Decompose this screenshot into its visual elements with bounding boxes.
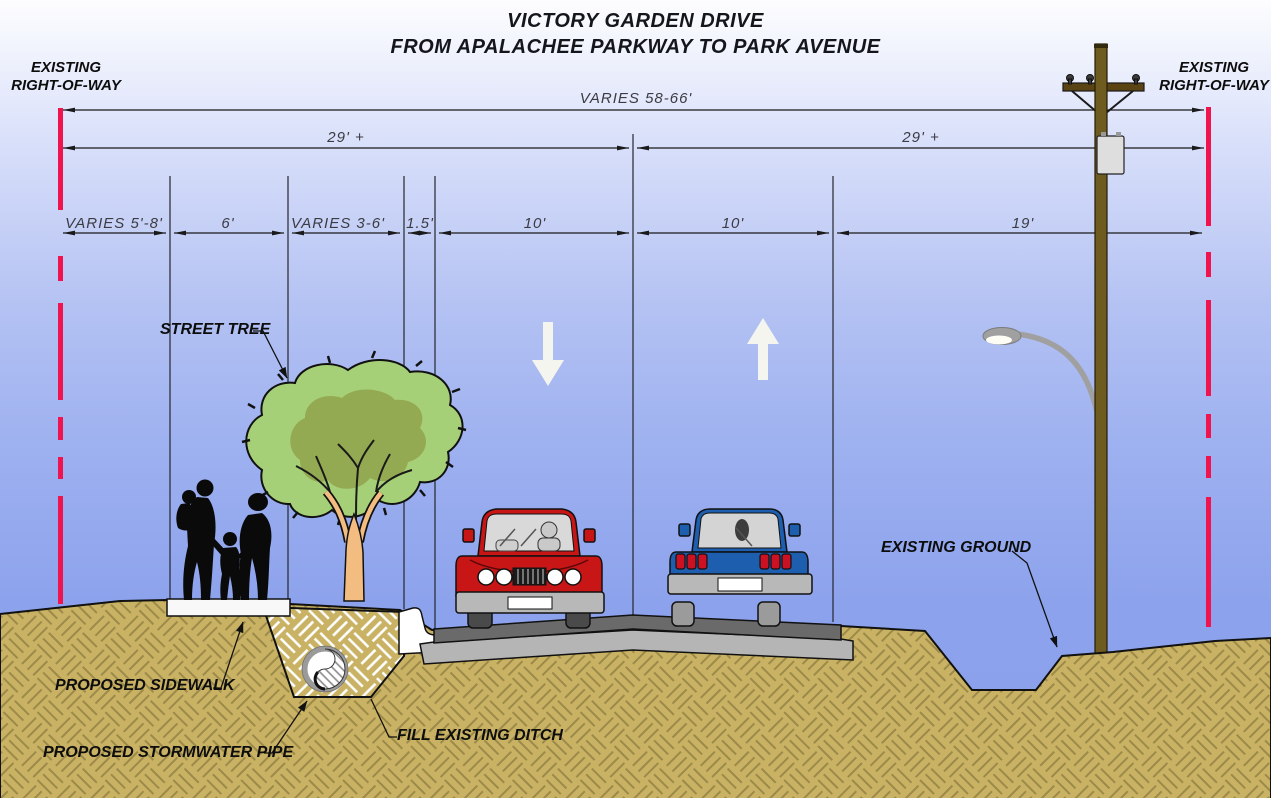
dim-segment-3: 1.5'	[406, 215, 434, 232]
street-light	[982, 327, 1100, 413]
traffic-arrow-down-icon	[532, 322, 564, 386]
street-tree-label: STREET TREE	[160, 321, 271, 338]
street-light-arm	[1017, 331, 1100, 413]
utility-pole	[1062, 43, 1145, 659]
sidewalk	[166, 598, 291, 617]
pedestrian-adult	[238, 493, 272, 600]
dim-segment-0: VARIES 5'-8'	[65, 215, 163, 232]
existing-ground-leader	[1011, 550, 1058, 648]
page-bottom-margin	[0, 798, 1271, 806]
car-blue	[667, 508, 813, 627]
dim-segment-1: 6'	[221, 215, 235, 232]
traffic-arrows	[532, 318, 779, 386]
fill-existing-ditch-leader	[370, 698, 397, 738]
transformer-knob	[1101, 132, 1106, 136]
pedestrians	[176, 479, 272, 600]
right-of-way-label-left: EXISTING RIGHT-OF-WAY	[11, 59, 121, 94]
car-red	[455, 508, 605, 629]
pedestrian-adult-with-child	[176, 479, 216, 600]
dim-segment-6: 19'	[1011, 215, 1035, 232]
existing-ground-label: EXISTING GROUND	[881, 539, 1032, 556]
street-tree	[241, 350, 467, 602]
dim-segment-2: VARIES 3-6'	[291, 215, 385, 232]
stormwater-pipe	[301, 645, 349, 693]
dim-segment-5: 10'	[721, 215, 745, 232]
dim-segment-4: 10'	[523, 215, 547, 232]
pole-braces	[1071, 90, 1134, 114]
pole-insulators	[1066, 74, 1140, 85]
leader-lines	[213, 330, 1058, 754]
transformer-knob	[1116, 132, 1121, 136]
proposed-stormwater-pipe-leader	[264, 700, 308, 754]
pole-transformer	[1096, 135, 1125, 175]
road-asphalt	[433, 614, 842, 644]
proposed-sidewalk-leader	[213, 621, 244, 689]
proposed-stormwater-pipe-label: PROPOSED STORMWATER PIPE	[43, 744, 294, 761]
dim-overall: VARIES 58-66'	[579, 90, 693, 107]
tree-branches	[295, 439, 413, 531]
dim-right-half: 29' +	[902, 129, 940, 146]
fill-existing-ditch-label: FILL EXISTING DITCH	[397, 727, 563, 744]
proposed-sidewalk-label: PROPOSED SIDEWALK	[55, 677, 235, 694]
diagram-title-line1: VICTORY GARDEN DRIVE	[507, 10, 764, 32]
tree-canopy-inner	[290, 389, 427, 489]
traffic-arrow-up-icon	[747, 318, 779, 380]
pole-cap	[1094, 44, 1108, 48]
tree-trunk	[343, 511, 365, 602]
right-of-way-label-right: EXISTING RIGHT-OF-WAY	[1159, 59, 1269, 94]
street-tree-leader	[253, 330, 288, 379]
street-light-lens	[986, 335, 1012, 345]
dim-left-half: 29' +	[327, 129, 365, 146]
tree-leaf-ticks	[241, 350, 467, 526]
diagram-title-line2: FROM APALACHEE PARKWAY TO PARK AVENUE	[390, 36, 881, 58]
right-of-way-lines	[58, 107, 1211, 627]
